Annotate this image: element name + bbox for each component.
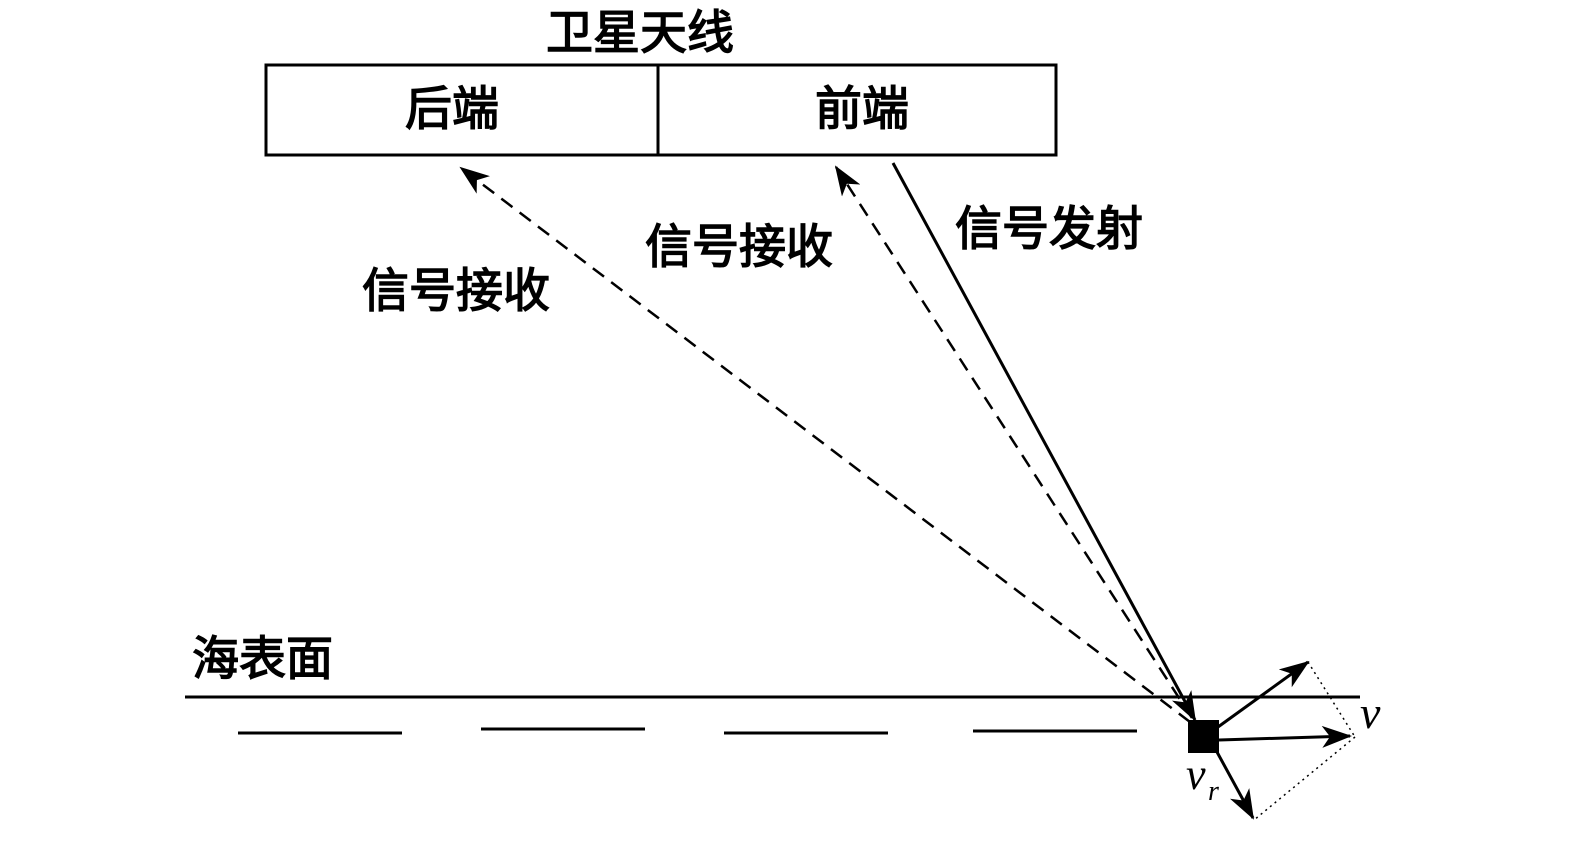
radial-velocity-label: v: [1186, 750, 1206, 799]
sea-surface-label: 海表面: [192, 632, 333, 687]
transmit-label: 信号发射: [955, 202, 1143, 257]
receive-line-back: [459, 166, 1191, 723]
dotted-edge-top: [1307, 661, 1356, 738]
antenna-front-label: 前端: [815, 82, 909, 137]
radial-velocity-arrow: [1215, 751, 1255, 820]
receive-line-front: [834, 165, 1194, 719]
target-square: [1188, 720, 1219, 753]
antenna-box: [264, 63, 1058, 157]
radial-velocity-subscript: r: [1208, 776, 1219, 807]
antenna-back-label: 后端: [405, 82, 499, 137]
velocity-label: v: [1360, 687, 1381, 738]
transmit-line: [891, 162, 1197, 722]
velocity-up-arrow: [1217, 660, 1310, 729]
receive-back-label: 信号接收: [362, 264, 550, 319]
receive-front-label: 信号接收: [645, 220, 833, 275]
dotted-edge-bottom: [1253, 736, 1356, 821]
velocity-arrow: [1218, 725, 1352, 748]
antenna-title: 卫星天线: [546, 6, 734, 61]
